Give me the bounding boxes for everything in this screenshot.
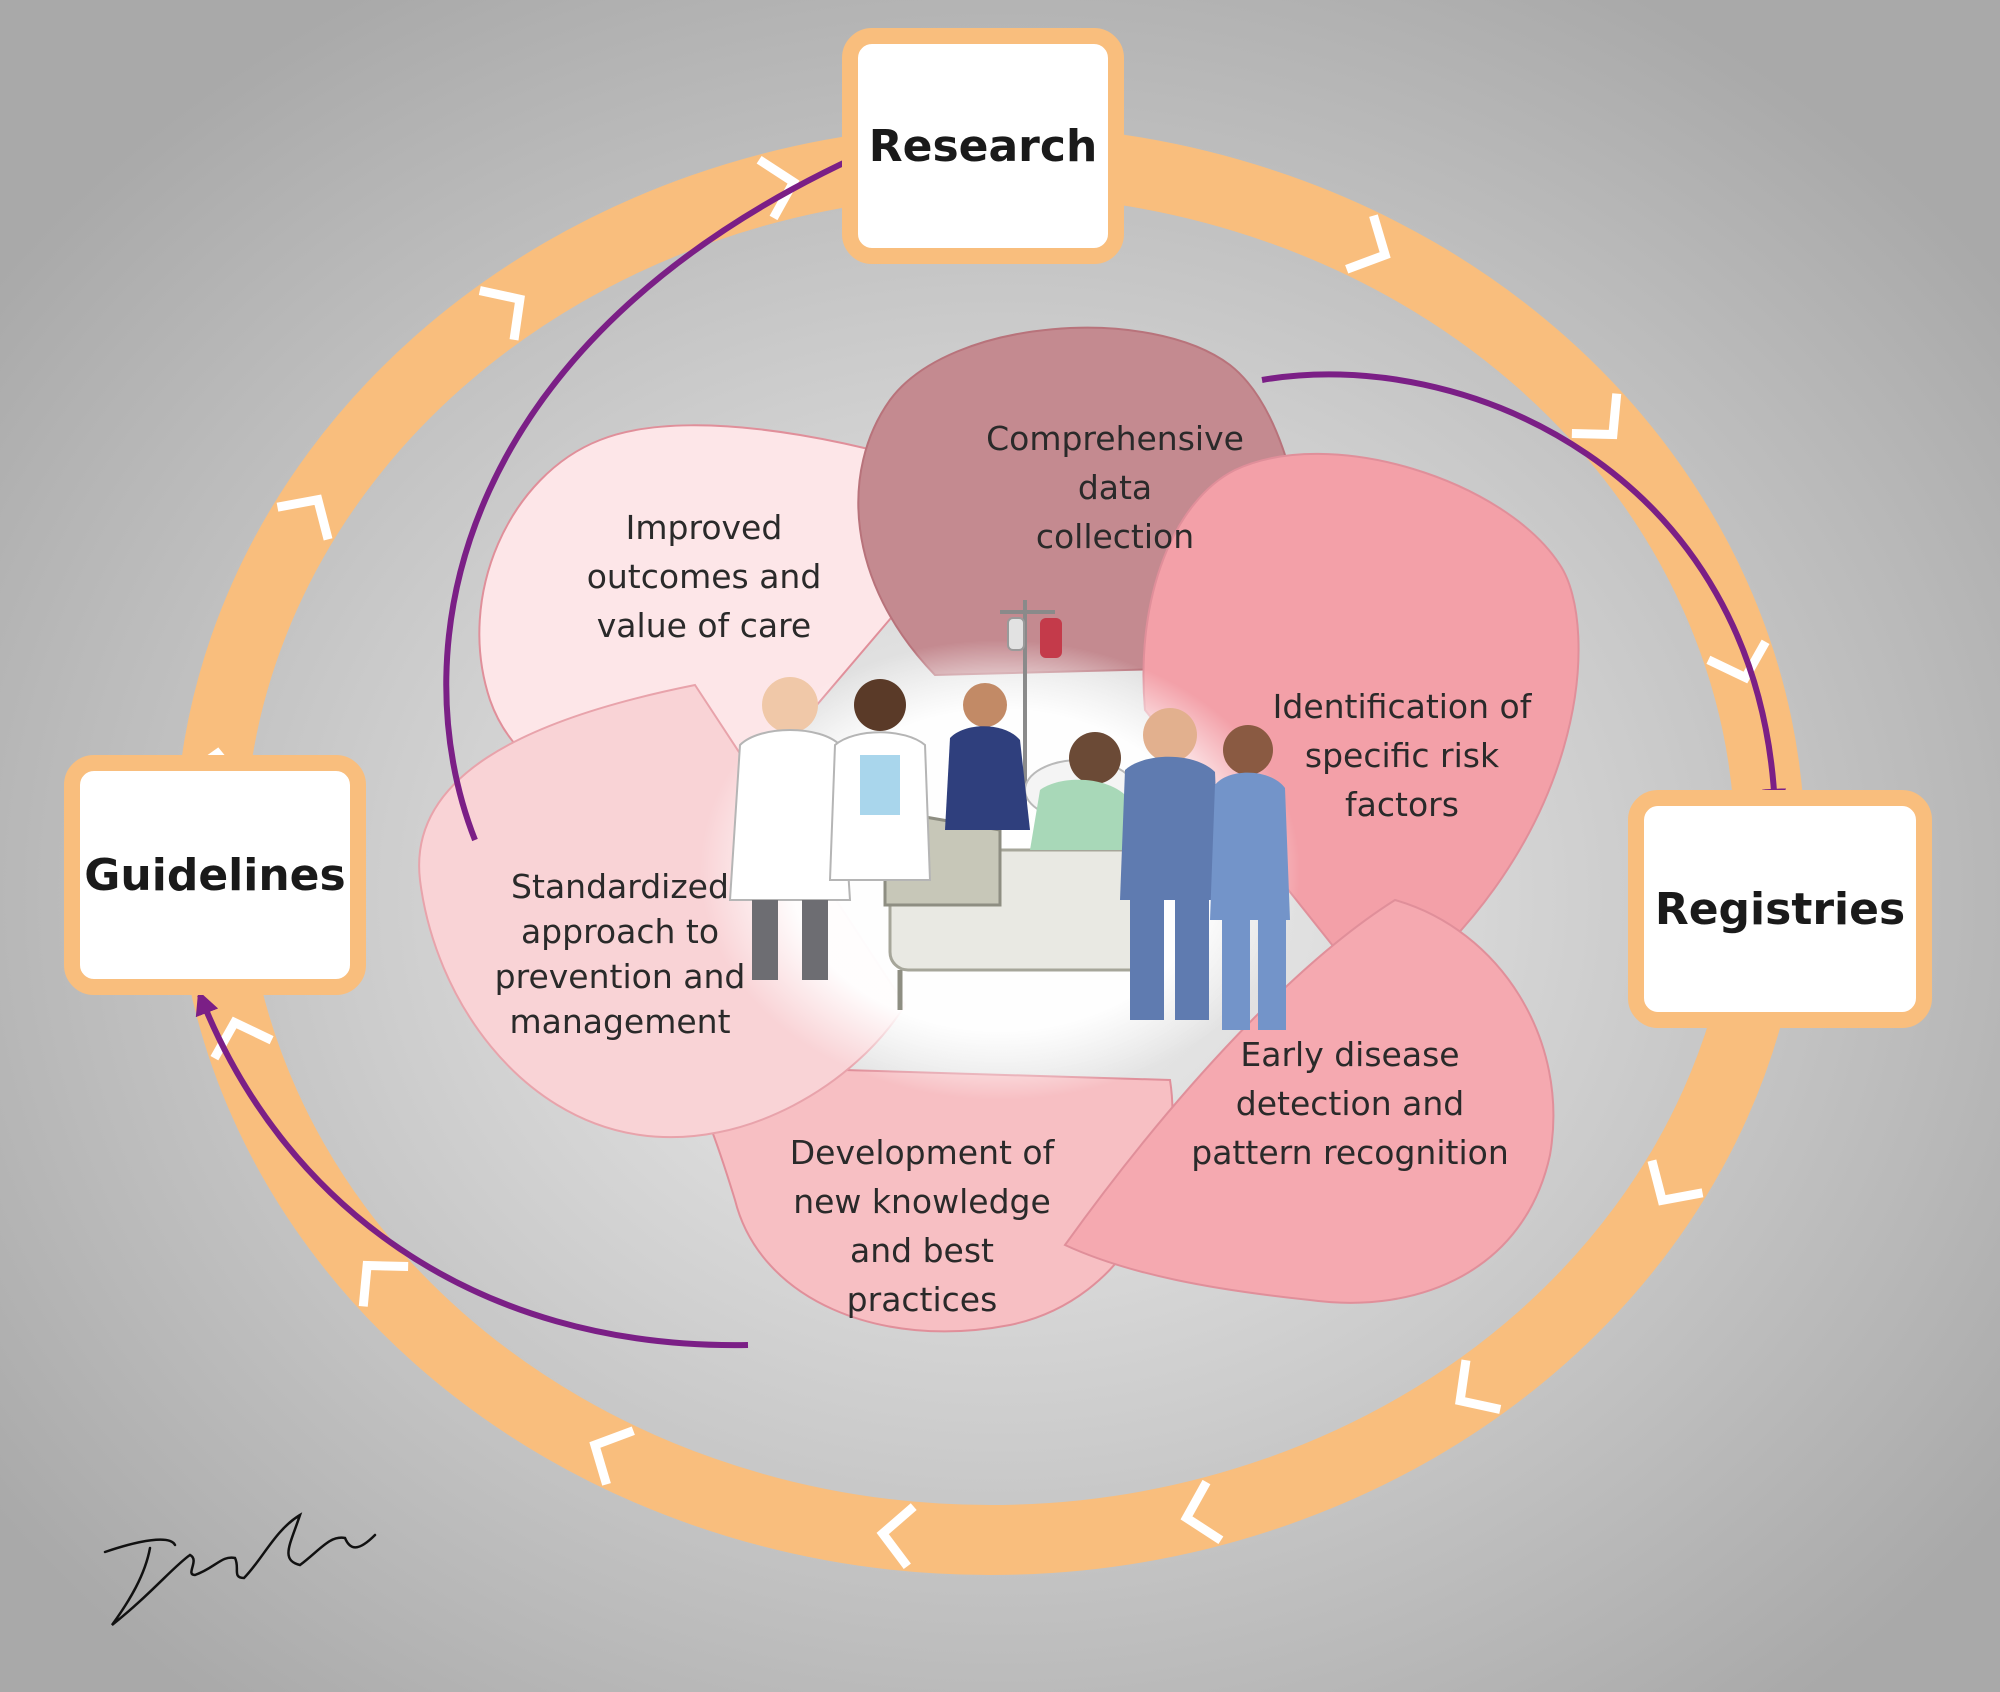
petal-standardized-text: Standardized approach to prevention and …: [494, 867, 746, 1041]
ring-chevron: [358, 1260, 409, 1307]
artist-signature: [103, 1512, 377, 1626]
ring-chevron: [1706, 639, 1770, 684]
ring-chevron: [876, 1503, 917, 1570]
petal-group: [418, 326, 1580, 1333]
clinical-team-illustration: [700, 600, 1300, 1100]
ring-chevron: [276, 494, 333, 541]
petal-early-detection-text: Early disease detection and pattern reco…: [1191, 1035, 1509, 1172]
ring-chevron: [1455, 1359, 1502, 1414]
ring-chevron: [589, 1426, 635, 1486]
guidelines-label: Guidelines: [84, 849, 346, 901]
registries-node: Registries: [1628, 790, 1932, 1028]
research-label: Research: [868, 120, 1098, 172]
ring-chevron: [1571, 393, 1622, 440]
ring-chevron: [1180, 1479, 1224, 1545]
guidelines-node: Guidelines: [64, 755, 366, 995]
ring-chevron: [756, 155, 800, 221]
petal-data-collection-text: Comprehensive data collection: [986, 419, 1244, 556]
petal-outcomes-text: Improved outcomes and value of care: [586, 508, 822, 645]
arrow-guidelines-to-research: [443, 138, 895, 842]
ring-chevron: [1345, 214, 1391, 274]
arrow-new-knowledge-to-guidelines: [195, 990, 749, 1349]
petal-risk-factors: [1142, 452, 1580, 1007]
petal-risk-factors-text: Identification of specific risk factors: [1272, 687, 1532, 824]
arrow-data-collection-to-registries: [1261, 371, 1787, 813]
ring-chevron: [1647, 1159, 1704, 1206]
petal-new-knowledge-text: Development of new knowledge and best pr…: [789, 1133, 1055, 1319]
research-node: Research: [842, 28, 1124, 264]
ring-chevron: [478, 286, 525, 341]
registries-label: Registries: [1654, 883, 1906, 935]
